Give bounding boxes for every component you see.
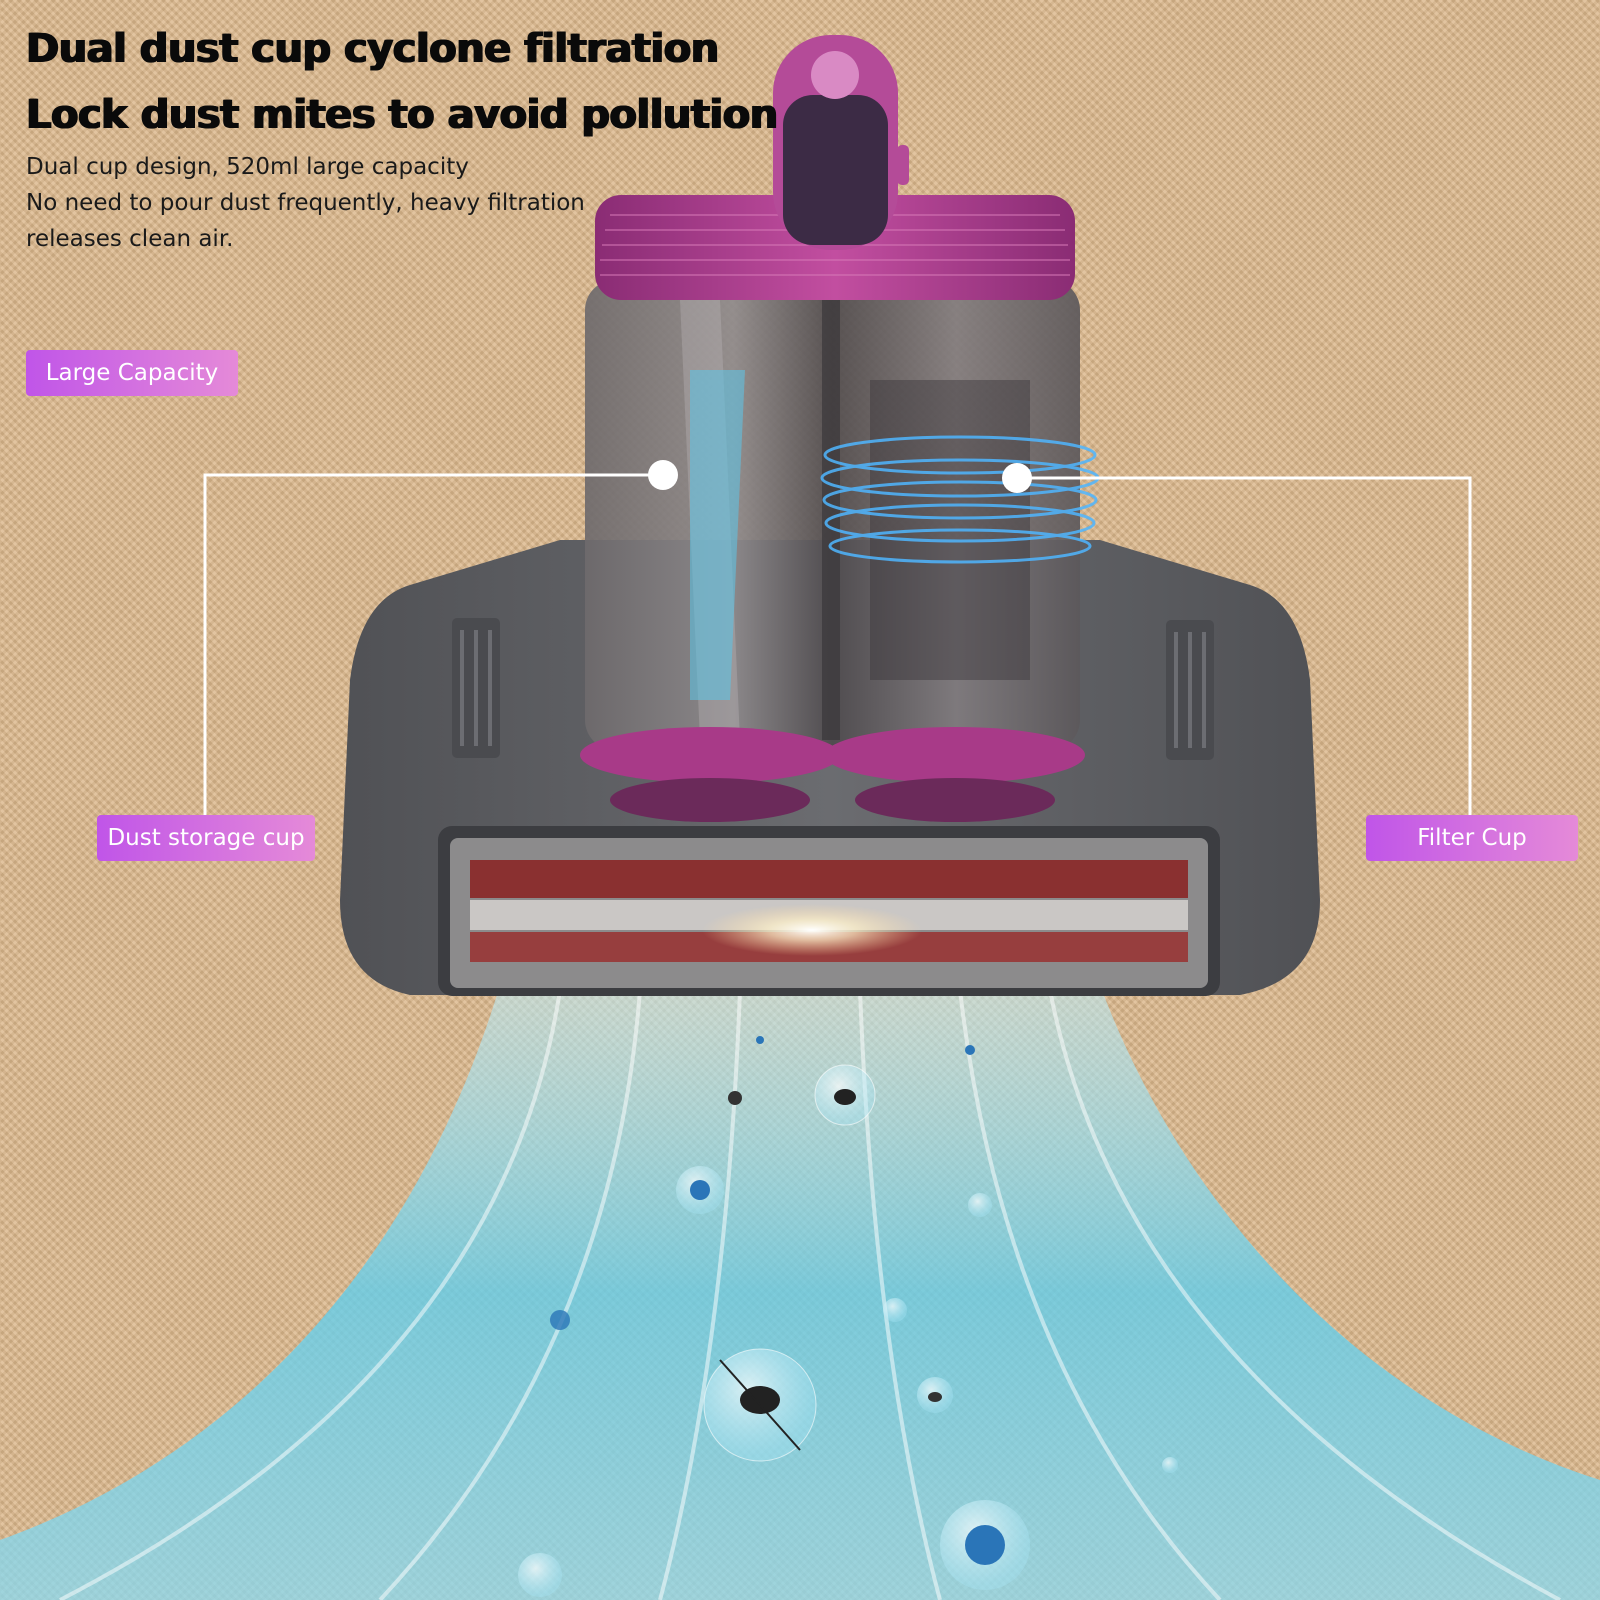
callout-dot-filter-cup: [1002, 463, 1032, 493]
description-line-1: Dual cup design, 520ml large capacity: [26, 154, 469, 180]
dust-storage-cup-label: Dust storage cup: [97, 815, 315, 861]
callout-lines: [203, 473, 1472, 815]
large-capacity-badge: Large Capacity: [26, 350, 238, 396]
headline-line-1: Dual dust cup cyclone filtration: [26, 26, 719, 72]
vacuum-lid: [595, 35, 1075, 300]
callout-dot-dust-cup: [648, 460, 678, 490]
cyclone-rings: [820, 435, 1100, 564]
description-line-3: releases clean air.: [26, 226, 234, 252]
airflow-stream: [0, 985, 1600, 1600]
filter-cup-label: Filter Cup: [1366, 815, 1578, 861]
dust-cups: [580, 280, 1085, 822]
mite-bubbles: [518, 1036, 1178, 1597]
description-line-2: No need to pour dust frequently, heavy f…: [26, 190, 585, 216]
headline-line-2: Lock dust mites to avoid pollution: [26, 92, 778, 138]
